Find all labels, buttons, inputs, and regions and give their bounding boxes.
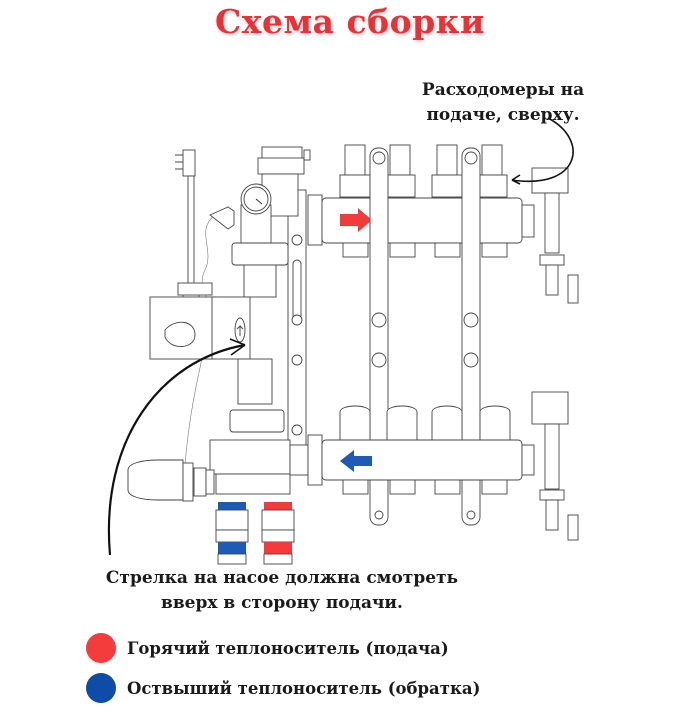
flowmeter-pointer-arrow xyxy=(511,117,574,183)
thermostatic-head xyxy=(127,459,215,502)
return-outlet-valve xyxy=(215,502,249,565)
right-vent-drain-return xyxy=(531,391,579,541)
union-nut xyxy=(231,242,289,266)
supply-outlet-valve xyxy=(261,502,295,565)
return-manifold xyxy=(307,434,535,486)
legend-label-supply: Горячий теплоноситель (подача) xyxy=(127,638,449,658)
pump-arrow-note: Стрелка на насое должна смотреть вверх в… xyxy=(105,568,459,613)
left-bracket xyxy=(287,189,307,461)
power-plug xyxy=(175,149,200,305)
sensor-probe xyxy=(209,206,235,230)
legend-label-return: Оствыший теплоноситель (обратка) xyxy=(127,678,481,698)
supply-manifold xyxy=(307,194,535,246)
return-valve-knobs xyxy=(339,405,511,441)
legend-item-supply: Горячий теплоноситель (подача) xyxy=(86,628,480,668)
page-title: Схема сборки xyxy=(215,2,485,41)
thermometer xyxy=(240,183,272,246)
red-dot-icon xyxy=(86,633,116,663)
mixing-valve-body xyxy=(209,439,309,495)
pump-pointer-arrow xyxy=(107,343,246,556)
return-flow-arrow xyxy=(340,450,372,472)
blue-dot-icon xyxy=(86,673,116,703)
flowmeters xyxy=(339,144,508,198)
return-outlets xyxy=(342,479,508,495)
legend: Горячий теплоноситель (подача) Оствыший … xyxy=(86,628,480,708)
supply-flow-arrow xyxy=(340,208,372,232)
right-vent-drain-supply xyxy=(531,167,579,304)
flowmeters-note: Расходомеры на подаче, сверху. xyxy=(421,80,585,125)
supply-outlets xyxy=(342,242,508,258)
legend-item-return: Оствыший теплоноситель (обратка) xyxy=(86,668,480,708)
